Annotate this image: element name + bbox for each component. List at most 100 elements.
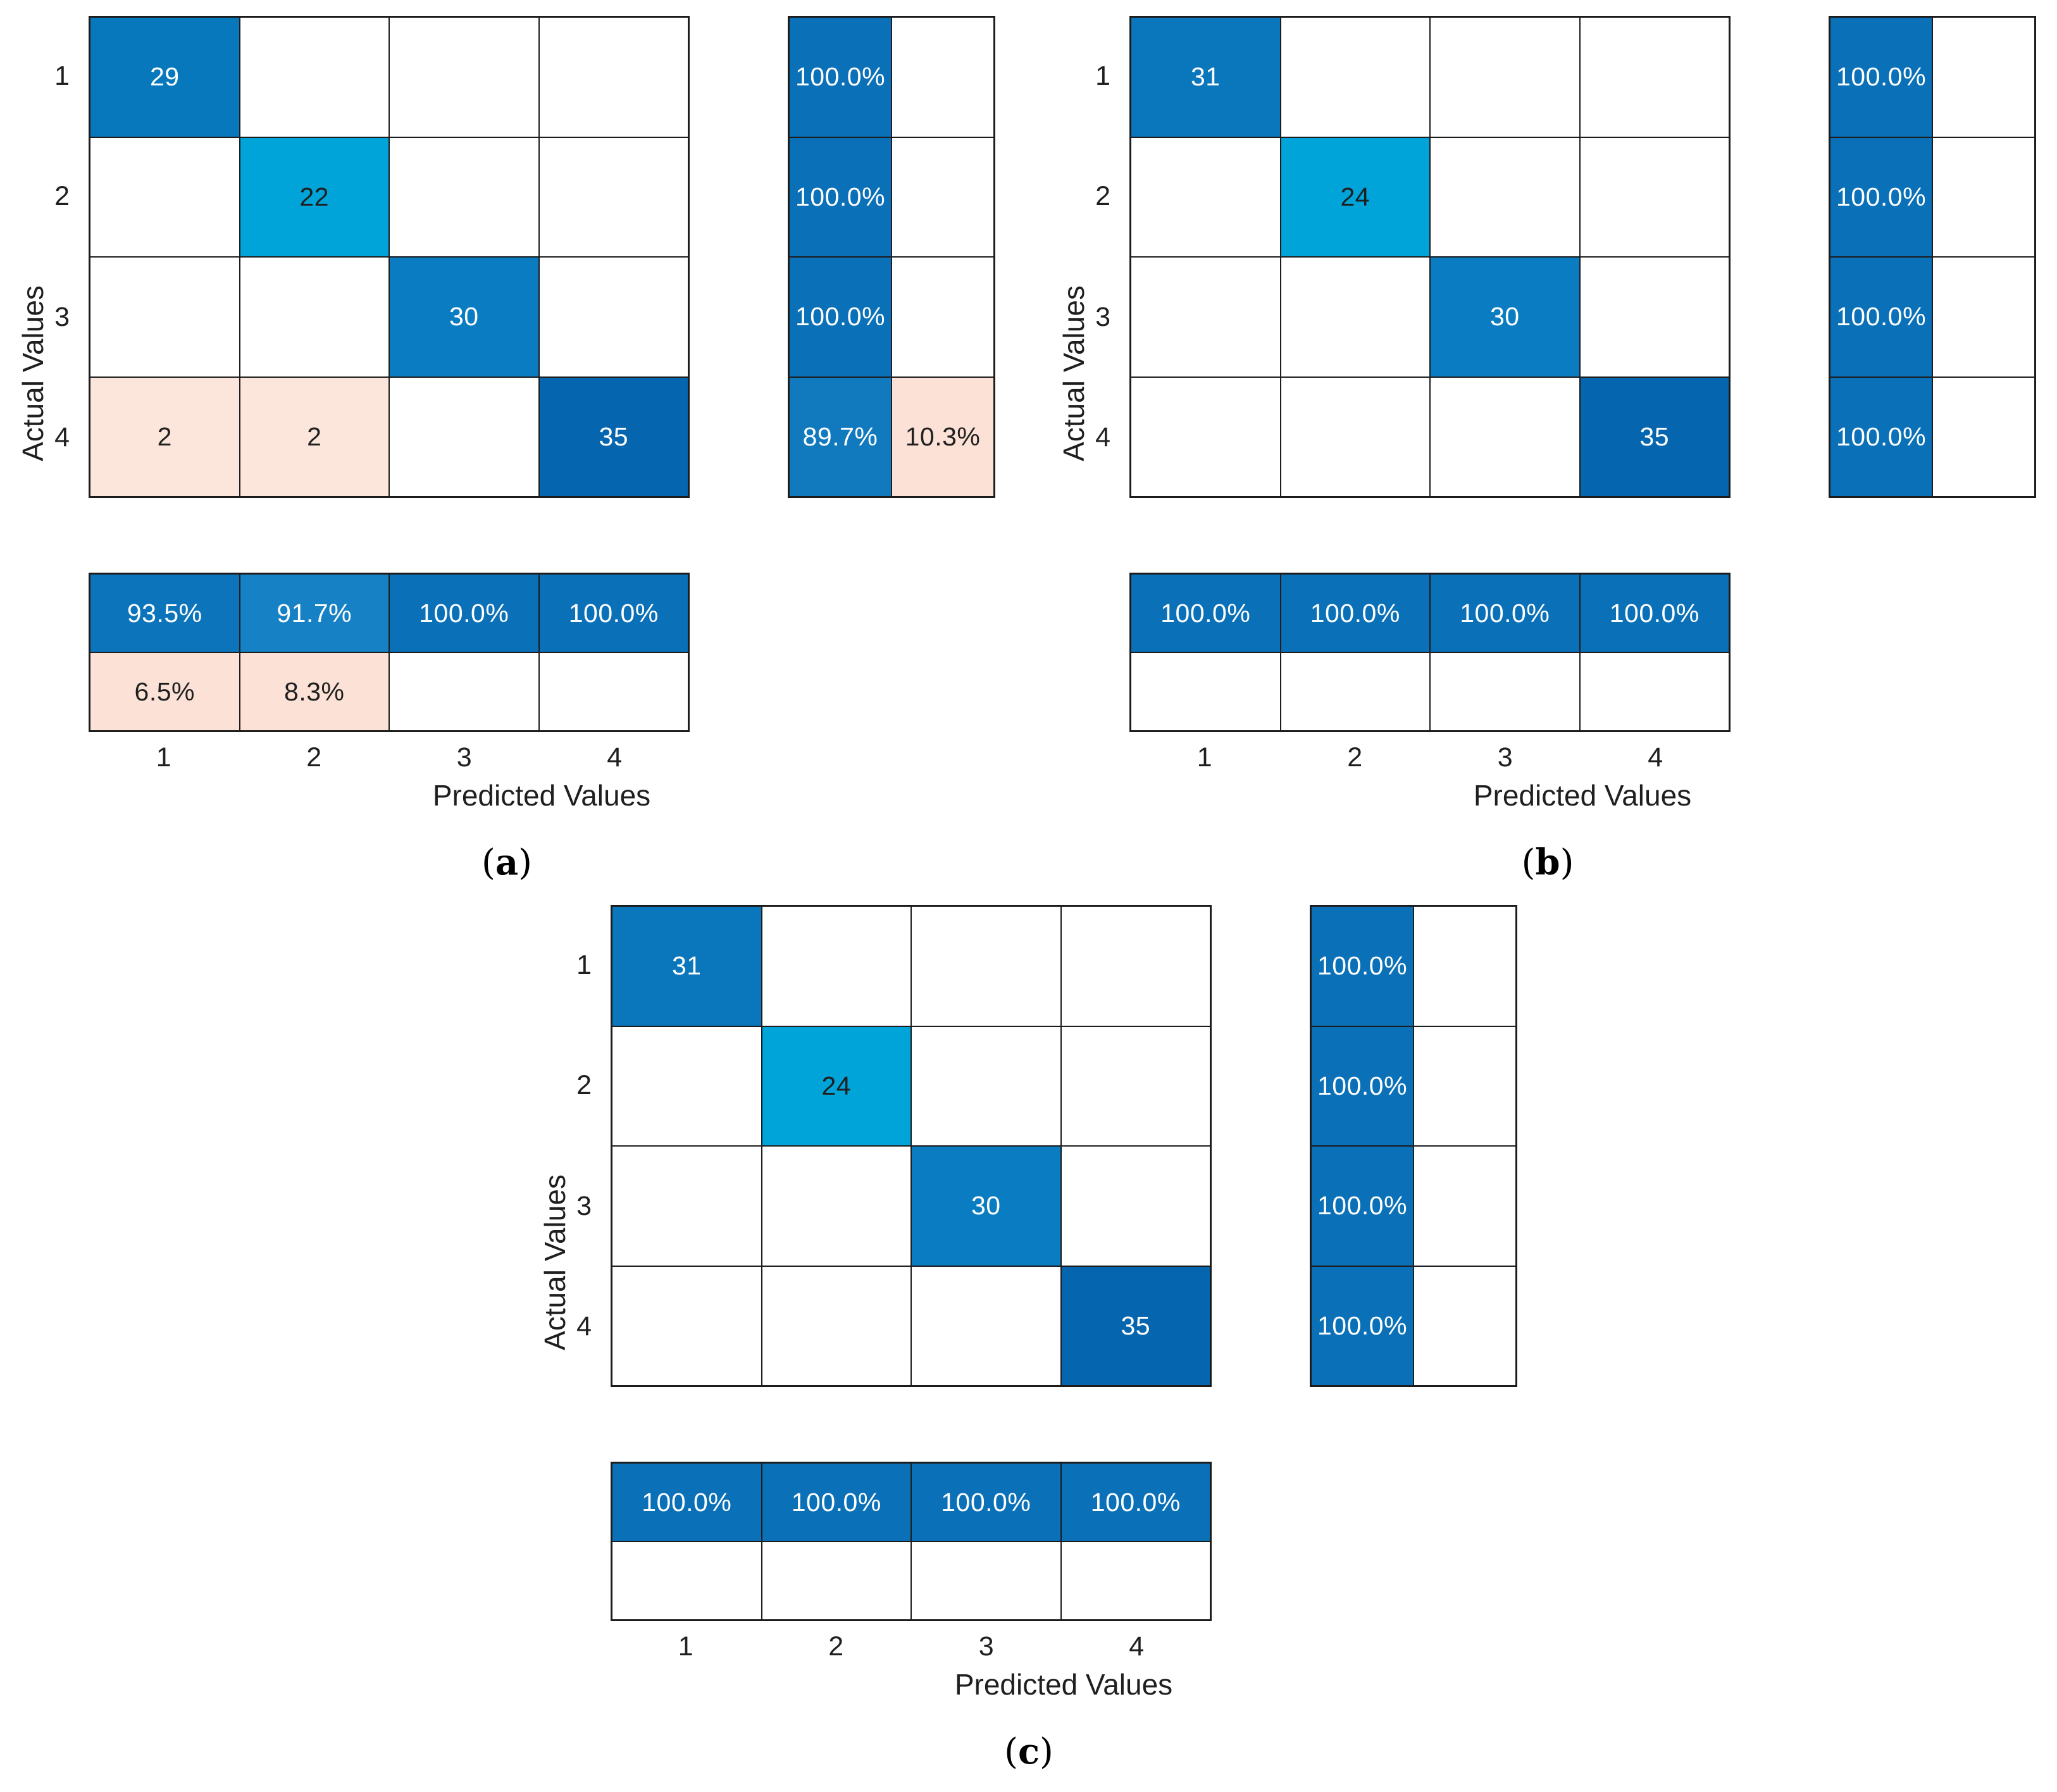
matrix-cell xyxy=(911,1026,1061,1146)
matrix-cell xyxy=(1131,257,1281,377)
matrix-cell: 100.0% xyxy=(1131,574,1281,652)
matrix-cell xyxy=(1060,1026,1210,1146)
tick-label: 4 xyxy=(54,422,70,453)
matrix-cell xyxy=(538,17,688,137)
matrix-cell xyxy=(892,137,994,257)
matrix-cell xyxy=(1131,137,1281,257)
x-axis-label: Predicted Values xyxy=(1473,779,1692,812)
col-percent-grid: 100.0%100.0%100.0%100.0% xyxy=(1129,573,1731,732)
tick-label: 3 xyxy=(1497,742,1513,773)
matrix-cell: 2 xyxy=(239,376,389,497)
panel-letter-c: (c) xyxy=(1004,1731,1053,1772)
letter-paren-open: ( xyxy=(481,842,495,883)
tick-label: 3 xyxy=(978,1631,994,1662)
y-axis-label: Actual Values xyxy=(16,285,49,461)
matrix-cell xyxy=(1060,1146,1210,1266)
row-percent-grid: 100.0%100.0%100.0%100.0% xyxy=(1829,16,2036,498)
x-axis-label: Predicted Values xyxy=(954,1668,1173,1701)
tick-label: 4 xyxy=(1095,422,1110,453)
matrix-cell: 89.7% xyxy=(789,376,892,497)
matrix-cell xyxy=(1579,17,1729,137)
letter-paren-close: ) xyxy=(518,842,533,883)
matrix-cell xyxy=(1414,1026,1516,1146)
matrix-cell: 100.0% xyxy=(612,1463,762,1541)
matrix-cell: 100.0% xyxy=(1311,1026,1414,1146)
matrix-cell xyxy=(1430,376,1580,497)
x-axis-label: Predicted Values xyxy=(432,779,651,812)
matrix-cell xyxy=(1932,17,2035,137)
matrix-cell xyxy=(1579,137,1729,257)
letter-paren-open: ( xyxy=(1004,1731,1018,1772)
tick-label: 1 xyxy=(1095,60,1110,91)
matrix-cell xyxy=(389,376,539,497)
matrix-cell: 100.0% xyxy=(789,257,892,377)
matrix-cell: 100.0% xyxy=(1830,376,1932,497)
tick-label: 4 xyxy=(1648,742,1663,773)
matrix-cell xyxy=(612,1266,762,1386)
matrix-cell xyxy=(1280,376,1430,497)
matrix-cell xyxy=(1430,137,1580,257)
matrix-cell xyxy=(239,257,389,377)
matrix-cell: 8.3% xyxy=(239,652,389,731)
matrix-cell xyxy=(612,1541,762,1620)
tick-label: 4 xyxy=(607,742,623,773)
tick-label: 1 xyxy=(54,60,70,91)
matrix-cell: 100.0% xyxy=(1830,17,1932,137)
matrix-cell xyxy=(761,906,911,1026)
y-ticks: 1 2 3 4 xyxy=(1047,16,1110,498)
y-axis-label: Actual Values xyxy=(538,1174,571,1350)
matrix-cell: 31 xyxy=(1131,17,1281,137)
matrix-cell: 6.5% xyxy=(90,652,240,731)
tick-label: 2 xyxy=(1347,742,1363,773)
matrix-cell: 100.0% xyxy=(789,137,892,257)
letter-paren-close: ) xyxy=(1560,842,1574,883)
letter-paren-close: ) xyxy=(1040,1731,1053,1772)
matrix-cell xyxy=(1060,1541,1210,1620)
col-percent-grid: 100.0%100.0%100.0%100.0% xyxy=(611,1462,1212,1621)
matrix-cell: 30 xyxy=(911,1146,1061,1266)
tick-label: 2 xyxy=(828,1631,844,1662)
matrix-cell xyxy=(1280,17,1430,137)
matrix-cell xyxy=(1579,652,1729,731)
matrix-cell: 100.0% xyxy=(1430,574,1580,652)
matrix-cell: 91.7% xyxy=(239,574,389,652)
matrix-cell xyxy=(1932,376,2035,497)
matrix-cell: 30 xyxy=(389,257,539,377)
matrix-cell: 93.5% xyxy=(90,574,240,652)
matrix-cell: 22 xyxy=(239,137,389,257)
letter-text: b xyxy=(1535,842,1560,883)
matrix-cell: 35 xyxy=(1579,376,1729,497)
tick-label: 3 xyxy=(1095,301,1110,332)
letter-text: c xyxy=(1017,1731,1040,1772)
matrix-cell xyxy=(761,1146,911,1266)
matrix-cell xyxy=(911,1266,1061,1386)
matrix-cell: 100.0% xyxy=(538,574,688,652)
tick-label: 2 xyxy=(576,1070,592,1101)
matrix-cell: 10.3% xyxy=(892,376,994,497)
matrix-cell xyxy=(90,137,240,257)
matrix-cell xyxy=(612,1026,762,1146)
matrix-cell xyxy=(761,1541,911,1620)
matrix-cell xyxy=(90,257,240,377)
matrix-cell xyxy=(1280,257,1430,377)
matrix-cell: 24 xyxy=(1280,137,1430,257)
matrix-cell xyxy=(389,652,539,731)
matrix-cell: 31 xyxy=(612,906,762,1026)
row-percent-grid: 100.0%100.0%100.0%100.0% xyxy=(1310,905,1517,1387)
matrix-cell xyxy=(239,17,389,137)
tick-label: 3 xyxy=(456,742,472,773)
matrix-cell xyxy=(538,652,688,731)
tick-label: 1 xyxy=(576,949,592,980)
matrix-cell xyxy=(761,1266,911,1386)
matrix-cell xyxy=(911,906,1061,1026)
tick-label: 2 xyxy=(1095,181,1110,212)
matrix-cell xyxy=(1280,652,1430,731)
matrix-cell xyxy=(892,17,994,137)
